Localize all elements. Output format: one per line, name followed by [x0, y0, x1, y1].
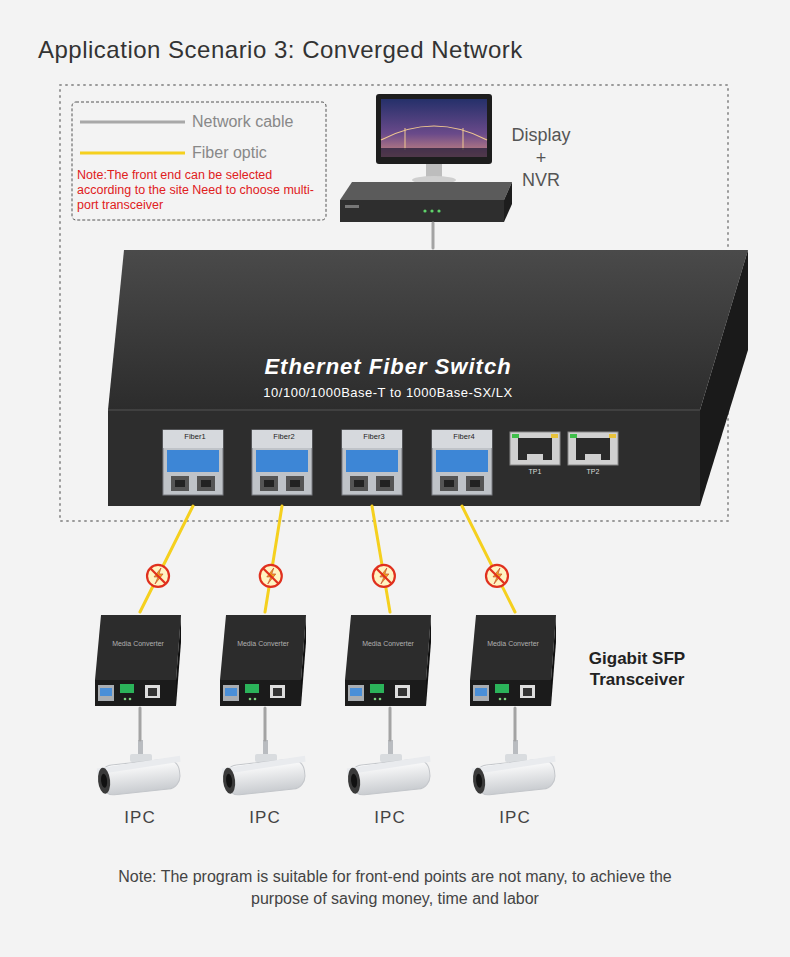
site-note: Note:The front end can be selected accor… — [77, 168, 325, 213]
symbol-ring — [486, 565, 508, 587]
symbol-slash — [489, 568, 505, 584]
converter-art — [95, 615, 556, 706]
fiber-switch: Ethernet Fiber Switch 10/100/1000Base-T t… — [108, 248, 748, 506]
legend-text: Fiber optic — [192, 143, 267, 162]
ip-camera: IPC — [90, 740, 192, 832]
port-label: Fiber4 — [444, 432, 484, 441]
display-nvr: Display + NVR — [340, 94, 592, 223]
legend-sample-cable — [80, 121, 185, 124]
port-label: Fiber1 — [175, 432, 215, 441]
node-text: Media Converter — [103, 640, 173, 648]
node-text: Ethernet Fiber Switch — [108, 354, 668, 380]
page-caption: Note: The program is suitable for front-… — [95, 866, 695, 911]
ip-camera: IPC — [465, 740, 567, 832]
symbol-ring — [147, 565, 169, 587]
legend-sample-fiber — [80, 152, 185, 155]
network-cable — [264, 708, 267, 740]
node-text: Media Converter — [478, 640, 548, 648]
legend-text: Network cable — [192, 112, 293, 131]
node-text: IPC — [215, 808, 315, 828]
symbol-slash — [150, 568, 166, 584]
network-cable — [389, 708, 392, 740]
port-label: TP2 — [578, 468, 608, 476]
network-cable — [139, 708, 142, 740]
fiber-optic-line — [265, 506, 282, 612]
media-converter: Media Converter — [220, 612, 306, 708]
symbol-slash — [263, 568, 279, 584]
node-text: 10/100/1000Base-T to 1000Base-SX/LX — [108, 385, 668, 401]
symbol-ring — [373, 565, 395, 587]
no-interference-symbol — [486, 565, 508, 587]
legend-box — [72, 102, 326, 220]
media-converter: Media Converter — [470, 612, 556, 708]
no-interference-symbol — [147, 565, 169, 587]
symbol-ring — [260, 565, 282, 587]
fiber-optic-line — [372, 506, 390, 612]
page-title: Application Scenario 3: Converged Networ… — [38, 36, 523, 65]
camera-art — [96, 740, 558, 796]
no-interference-symbol — [260, 565, 282, 587]
fiber-optic-line — [140, 506, 193, 612]
node-text: IPC — [90, 808, 190, 828]
port-label: TP1 — [520, 468, 550, 476]
port-label: Fiber3 — [354, 432, 394, 441]
media-converter: Media Converter — [345, 612, 431, 708]
no-interference-symbol — [373, 565, 395, 587]
node-text: IPC — [340, 808, 440, 828]
symbol-slash — [376, 568, 392, 584]
switch-art — [108, 250, 748, 506]
fiber-optic-line — [462, 506, 515, 612]
port-label: Fiber2 — [264, 432, 304, 441]
network-cable — [514, 708, 517, 740]
display-nvr-art — [340, 94, 512, 222]
node-text: Display + NVR — [500, 124, 582, 192]
media-converter: Media Converter — [95, 612, 181, 708]
ip-camera: IPC — [340, 740, 442, 832]
network-cable — [432, 223, 435, 248]
node-text: IPC — [465, 808, 565, 828]
node-text: Media Converter — [228, 640, 298, 648]
node-text: Media Converter — [353, 640, 423, 648]
device-label: Gigabit SFP Transceiver — [570, 648, 704, 691]
ip-camera: IPC — [215, 740, 317, 832]
